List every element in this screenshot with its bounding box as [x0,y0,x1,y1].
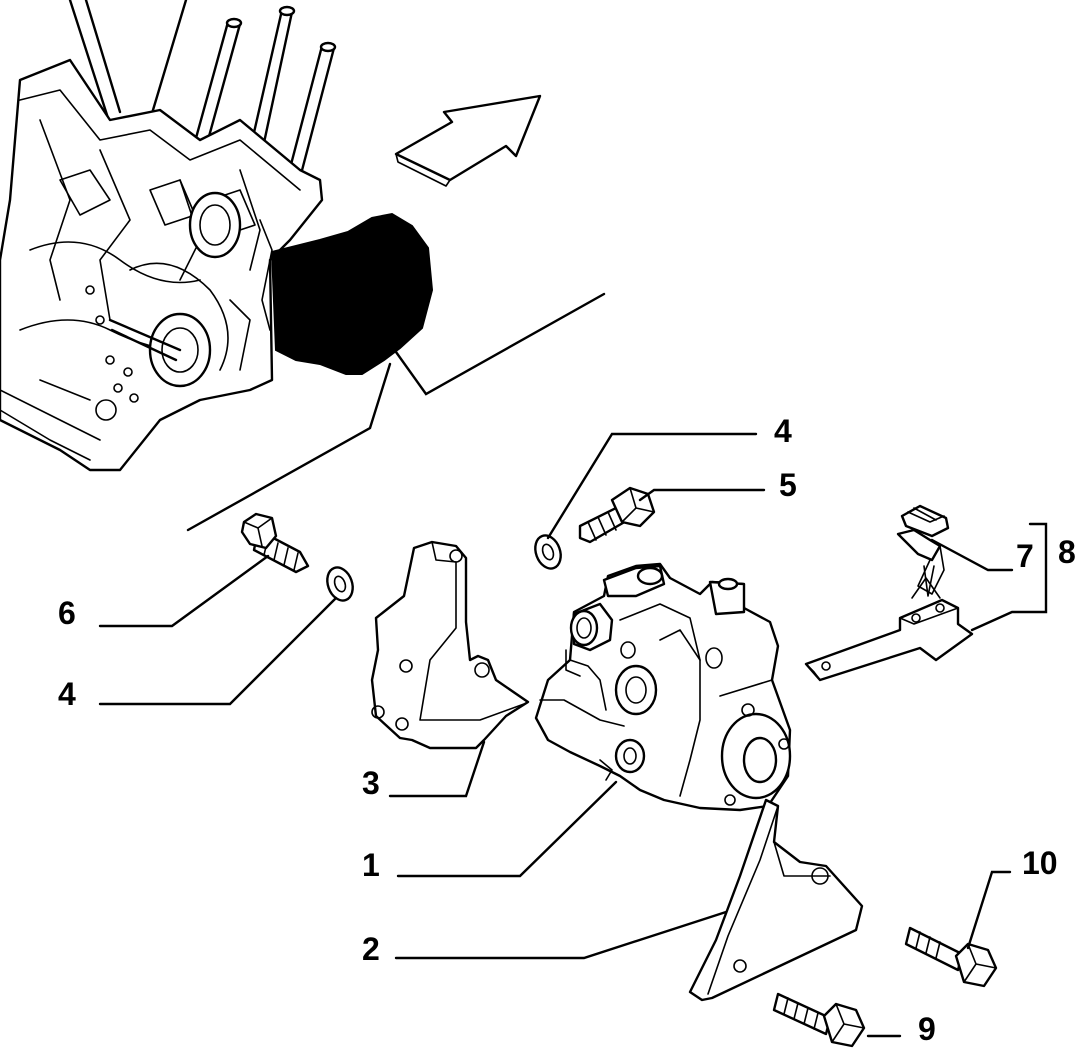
bolt-5 [578,486,656,544]
leader-2 [394,910,728,960]
label-8: 8 [1058,534,1076,570]
label-3: 3 [362,765,380,801]
label-7: 7 [1016,538,1034,574]
leader-6 [98,554,270,628]
label-5: 5 [779,467,797,503]
label-10: 10 [1022,845,1058,881]
label-9: 9 [918,1011,936,1047]
leader-8 [970,522,1048,632]
bracket-3 [370,540,530,750]
label-4-top: 4 [774,413,792,449]
power-steering-pump-1 [534,562,792,812]
bolt-10 [904,926,998,988]
direction-arrow-icon [394,94,542,187]
pump-mounting-area [270,212,434,375]
label-4-left: 4 [58,676,76,712]
clip-7 [896,504,950,595]
leader-5 [638,488,766,502]
assembly-indicator [911,565,941,599]
engine-studs [68,0,337,180]
label-2: 2 [362,931,380,967]
engine-block-outline [0,58,324,472]
leader-4-top [546,432,758,540]
washer-4-left [326,566,354,602]
label-1: 1 [362,847,380,883]
leader-10 [966,870,1012,950]
engine-leader-line-2 [186,362,392,532]
engine-leader-line [394,292,606,396]
callout-labels: 4 5 6 7 8 4 3 1 10 2 9 [58,413,1076,1047]
bolt-9 [772,992,866,1048]
engine-block [0,0,337,472]
bracket-2 [688,798,864,1002]
washer-4-top [534,534,562,570]
label-6: 6 [58,595,76,631]
leader-7 [930,538,1014,572]
leader-lines [98,432,1048,1038]
leader-1 [396,780,618,878]
leader-4-left [98,596,338,706]
bolt-6 [240,512,310,574]
leader-3 [388,740,486,798]
strap-8 [804,598,974,682]
